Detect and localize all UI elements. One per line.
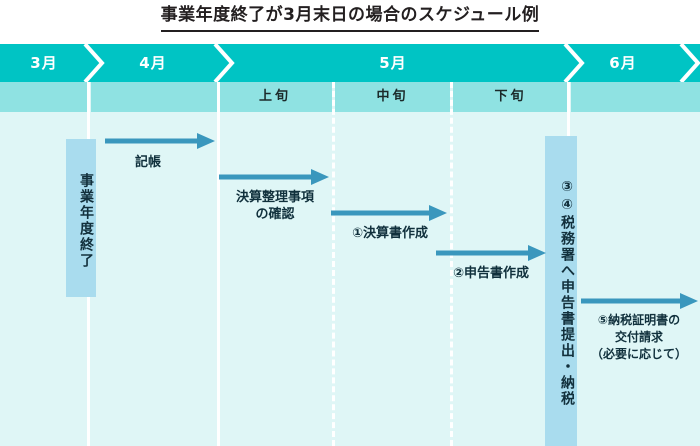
- timeline-board: 3月 4月 5月 6月: [0, 44, 700, 446]
- step-label-tax-return: ②申告書作成: [452, 266, 529, 281]
- sub-band-filler-april: [91, 82, 218, 112]
- arrow-tax-certificate: [581, 292, 700, 310]
- divider-mid-late: [450, 82, 453, 446]
- page-title: 事業年度終了が3月末日の場合のスケジュール例: [0, 4, 700, 40]
- third-header-band: 上旬 中旬 下旬: [0, 82, 700, 112]
- arrow-financial-statements: [331, 204, 449, 222]
- divider-april-may: [217, 82, 220, 446]
- month-header-band: 3月 4月 5月 6月: [0, 44, 700, 82]
- month-cell-3: 3月: [30, 54, 58, 72]
- third-cell-mid: 中旬: [335, 82, 450, 112]
- sub-band-filler-left: [0, 82, 88, 112]
- milestone-fiscal-year-end: 事業年度終了: [66, 139, 96, 297]
- step-label-tax-certificate: ⑤納税証明書の 交付請求 （必要に応じて）: [590, 313, 687, 361]
- month-cell-5: 5月: [379, 54, 407, 72]
- arrow-closing-check: [219, 168, 331, 186]
- chevron-separator-4: [678, 44, 700, 82]
- sub-band-filler-june: [571, 82, 700, 112]
- page-title-text: 事業年度終了が3月末日の場合のスケジュール例: [160, 4, 540, 32]
- step-label-financial-statements: ①決算書作成: [351, 226, 428, 241]
- month-cell-4: 4月: [139, 54, 167, 72]
- third-cell-early: 上旬: [218, 82, 332, 112]
- third-cell-late: 下旬: [453, 82, 568, 112]
- milestone-tax-filing: ③④税務署へ申告書提出・納税: [545, 136, 577, 446]
- step-label-bookkeeping: 記帳: [134, 155, 161, 170]
- divider-early-mid: [332, 82, 335, 446]
- step-label-closing-check: 決算整理事項 の確認: [235, 190, 314, 222]
- arrow-bookkeeping: [105, 132, 217, 150]
- month-cell-6: 6月: [609, 54, 637, 72]
- arrow-tax-return: [436, 244, 548, 262]
